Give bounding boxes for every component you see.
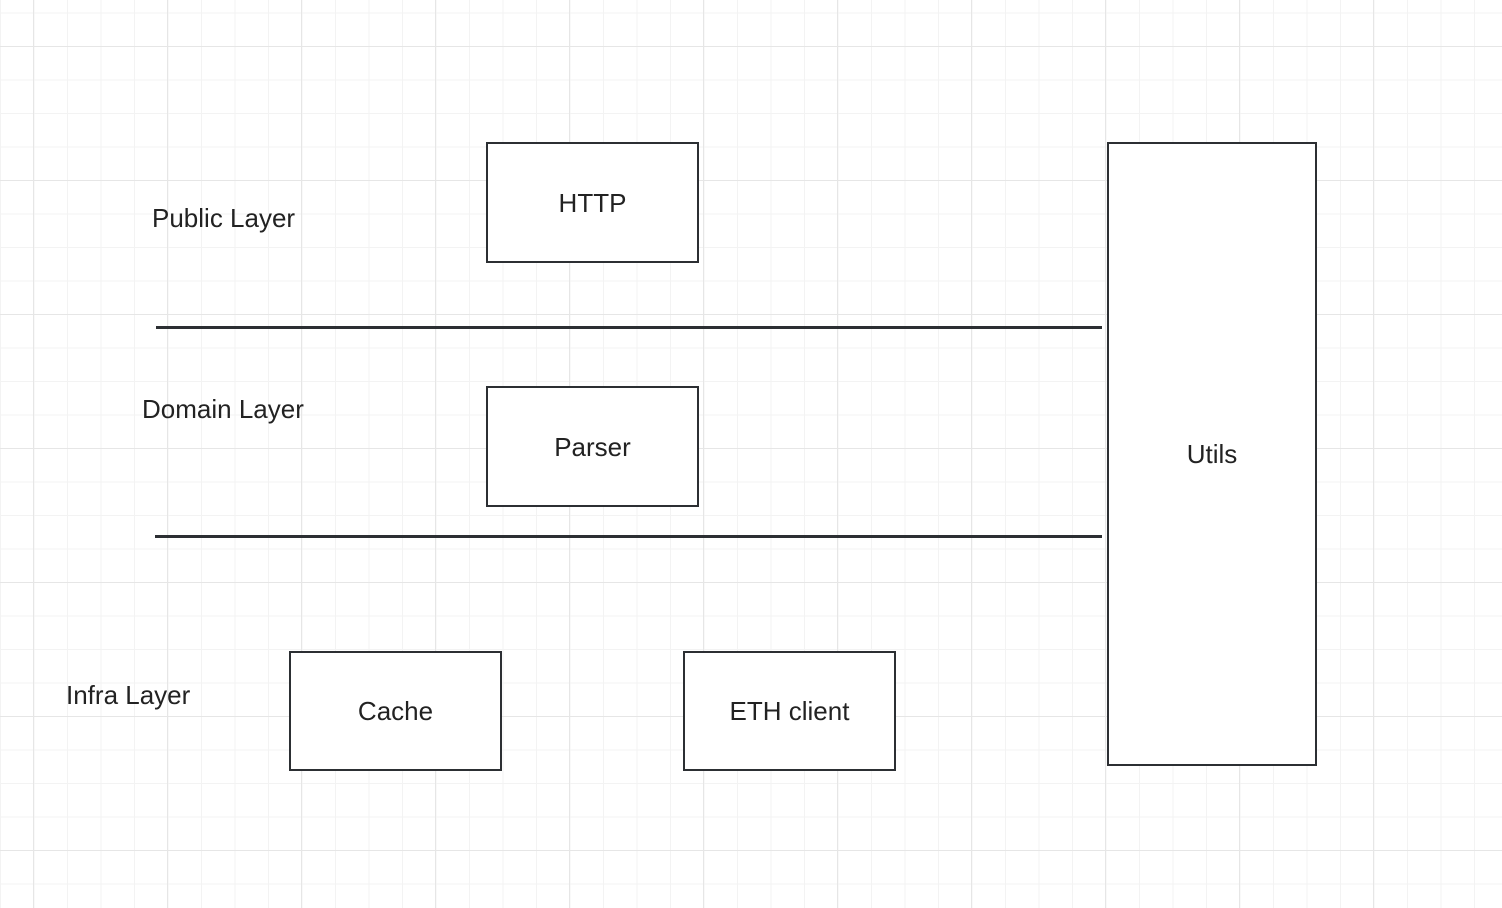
eth-client-label: ETH client bbox=[729, 696, 850, 726]
infra-layer-label: Infra Layer bbox=[66, 680, 191, 710]
utils-box[interactable]: Utils bbox=[1107, 142, 1317, 766]
public-domain-divider bbox=[156, 326, 1102, 329]
domain-infra-divider bbox=[155, 535, 1102, 538]
http-box[interactable]: HTTP bbox=[486, 142, 699, 263]
eth-client-box[interactable]: ETH client bbox=[683, 651, 896, 771]
domain-layer-label: Domain Layer bbox=[142, 394, 304, 424]
utils-label: Utils bbox=[1186, 439, 1238, 469]
cache-box[interactable]: Cache bbox=[289, 651, 502, 771]
public-layer-label: Public Layer bbox=[152, 203, 296, 233]
http-label: HTTP bbox=[558, 187, 627, 218]
parser-box[interactable]: Parser bbox=[486, 386, 699, 507]
cache-label: Cache bbox=[357, 696, 434, 726]
parser-label: Parser bbox=[554, 431, 631, 462]
